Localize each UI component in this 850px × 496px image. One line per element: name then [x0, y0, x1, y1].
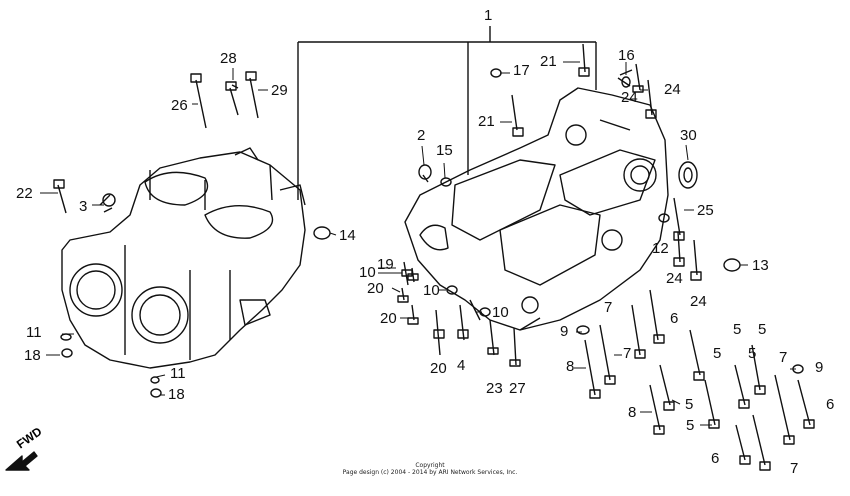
callout-25: 25: [697, 202, 714, 219]
callout-7b: 7: [623, 345, 632, 362]
callout-20b: 20: [380, 310, 397, 327]
callout-4: 4: [457, 357, 466, 374]
callout-29: 29: [271, 82, 288, 99]
callout-9b: 9: [815, 359, 824, 376]
callout-11a: 11: [26, 324, 42, 341]
callout-6a: 6: [670, 310, 679, 327]
callout-6b: 6: [826, 396, 835, 413]
callout-20c: 20: [430, 360, 447, 377]
fwd-arrow: [5, 451, 38, 471]
callout-6c: 6: [711, 450, 720, 467]
copyright-line-2: Page design (c) 2004 - 2014 by ARI Netwo…: [342, 469, 518, 476]
callout-17: 17: [513, 62, 530, 79]
callout-5e: 5: [685, 396, 694, 413]
callout-5b: 5: [733, 321, 742, 338]
callout-10a: 10: [359, 264, 376, 281]
callout-8b: 8: [628, 404, 637, 421]
leader-lines: [40, 61, 796, 426]
callout-19: 19: [377, 256, 394, 273]
callout-2: 2: [417, 127, 426, 144]
callout-24c: 24: [666, 270, 683, 287]
callout-23: 23: [486, 380, 503, 397]
callout-7d: 7: [790, 460, 799, 477]
callout-5d: 5: [748, 345, 757, 362]
seals: [60, 68, 804, 398]
callout-3: 3: [79, 198, 88, 215]
callout-1-bracket: [297, 26, 597, 200]
callout-5c: 5: [758, 321, 767, 338]
callout-7a: 7: [604, 299, 613, 316]
callout-30: 30: [680, 127, 697, 144]
callout-5a: 5: [713, 345, 722, 362]
lower-crankcase: [404, 87, 669, 331]
callout-12: 12: [652, 240, 669, 257]
callout-24a: 24: [621, 89, 638, 106]
callout-16: 16: [618, 47, 635, 64]
callout-28: 28: [220, 50, 237, 67]
callout-20a: 20: [367, 280, 384, 297]
callout-18b: 18: [168, 386, 185, 403]
callout-21b: 21: [478, 113, 495, 130]
callout-8a: 8: [566, 358, 575, 375]
callout-5f: 5: [686, 417, 695, 434]
callout-24b: 24: [664, 81, 681, 98]
callout-26: 26: [171, 97, 188, 114]
callout-27: 27: [509, 380, 526, 397]
callout-7c: 7: [779, 349, 788, 366]
callout-10b: 10: [423, 282, 440, 299]
bolts: [53, 43, 815, 471]
upper-crankcase: [61, 147, 306, 369]
callout-14: 14: [339, 227, 356, 244]
callout-21a: 21: [540, 53, 557, 70]
callout-1: 1: [484, 7, 493, 24]
callout-11b: 11: [170, 365, 186, 382]
callout-9a: 9: [560, 323, 569, 340]
copyright-line-1: Copyright: [415, 462, 445, 469]
callout-10c: 10: [492, 304, 509, 321]
callout-13: 13: [752, 257, 769, 274]
callout-22: 22: [16, 185, 33, 202]
callout-15: 15: [436, 142, 453, 159]
callout-24d: 24: [690, 293, 707, 310]
callout-18a: 18: [24, 347, 41, 364]
